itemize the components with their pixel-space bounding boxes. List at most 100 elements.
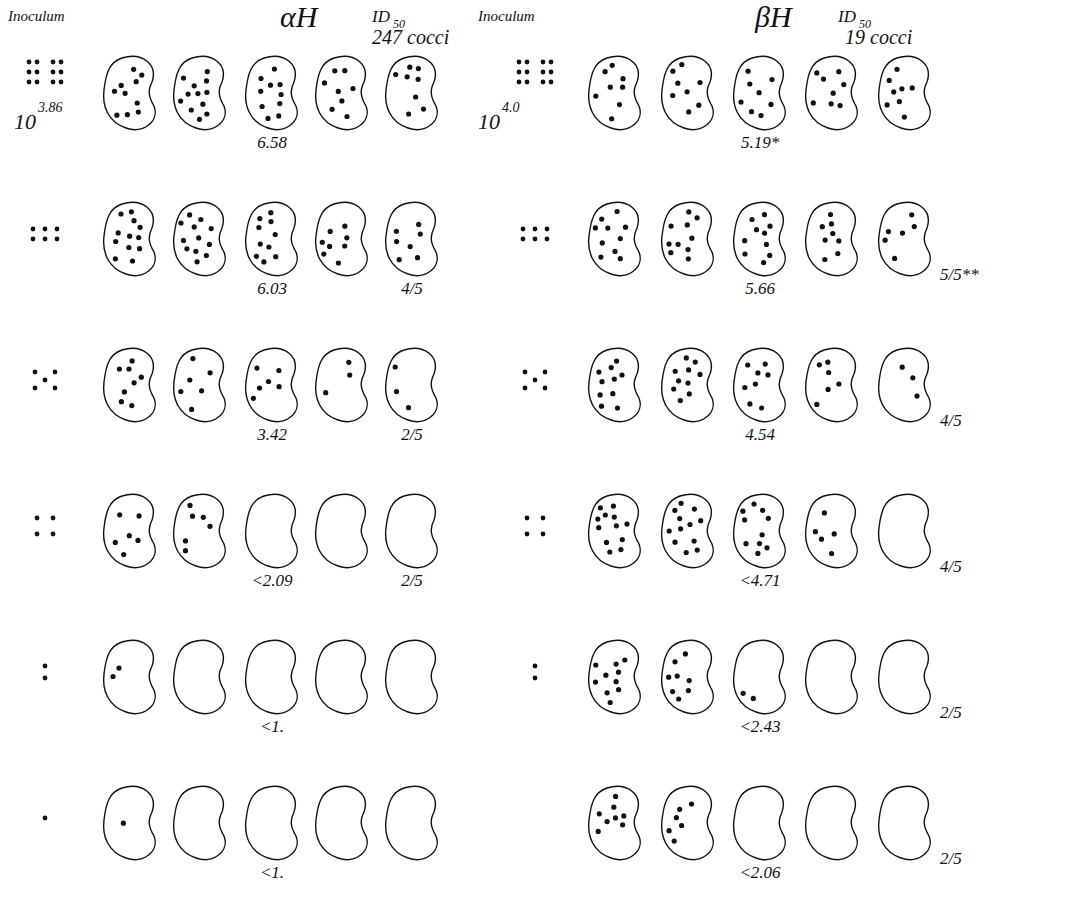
infection-dot bbox=[910, 85, 915, 90]
infection-dot bbox=[251, 396, 256, 401]
infection-dot bbox=[135, 100, 140, 105]
infection-dot bbox=[195, 259, 200, 264]
infection-dot bbox=[196, 235, 201, 240]
infection-dot bbox=[667, 528, 672, 533]
kidney-outline bbox=[806, 202, 858, 275]
kidney-outline bbox=[386, 494, 438, 567]
kidney-outline bbox=[246, 56, 298, 129]
infection-dot bbox=[132, 380, 137, 385]
kidney-outline bbox=[879, 786, 931, 859]
kidney-outline bbox=[662, 640, 714, 713]
infection-dot bbox=[328, 229, 333, 234]
infection-dot bbox=[759, 405, 764, 410]
kidney-outline bbox=[589, 202, 641, 275]
kidney-outline bbox=[589, 348, 641, 421]
infection-dot bbox=[129, 403, 134, 408]
infection-dot bbox=[761, 260, 766, 265]
infection-dot bbox=[599, 379, 604, 384]
infection-dot bbox=[613, 815, 618, 820]
infection-dot bbox=[819, 537, 824, 542]
infection-dot bbox=[821, 77, 826, 82]
kidney-outline bbox=[246, 786, 298, 859]
inoculum-dot bbox=[43, 378, 48, 383]
infection-dot bbox=[609, 116, 614, 121]
inoculum-dot bbox=[533, 378, 538, 383]
figure-label: <2.09 bbox=[251, 572, 292, 591]
inoculum-dot bbox=[33, 370, 38, 375]
kidney-outline bbox=[246, 348, 298, 421]
infection-dot bbox=[835, 251, 840, 256]
infection-dot bbox=[608, 700, 613, 705]
inoculum-dot bbox=[517, 70, 522, 75]
inoculum-dot bbox=[523, 370, 528, 375]
infection-dot bbox=[204, 111, 209, 116]
infection-dot bbox=[749, 217, 754, 222]
infection-dot bbox=[765, 372, 770, 377]
infection-dot bbox=[127, 533, 132, 538]
infection-dot bbox=[909, 212, 914, 217]
infection-dot bbox=[346, 360, 351, 365]
infection-dot bbox=[767, 253, 772, 258]
inoculum-dot bbox=[27, 80, 32, 85]
kidney-outline bbox=[662, 786, 714, 859]
inoculum-dot bbox=[525, 516, 530, 521]
kidney-outline bbox=[879, 56, 931, 129]
figure-label: <4.71 bbox=[739, 572, 780, 591]
inoculum-dot bbox=[549, 60, 554, 65]
infection-dot bbox=[208, 370, 213, 375]
kidney-outline bbox=[316, 348, 368, 421]
infection-dot bbox=[751, 501, 756, 506]
infection-dot bbox=[894, 67, 899, 72]
infection-dot bbox=[135, 538, 140, 543]
infection-dot bbox=[826, 387, 831, 392]
inoculum-dot bbox=[533, 676, 538, 681]
infection-dot bbox=[684, 355, 689, 360]
kidney-outline bbox=[589, 494, 641, 567]
infection-dot bbox=[887, 78, 892, 83]
figure-label: ID bbox=[372, 8, 390, 27]
infection-dot bbox=[139, 375, 144, 380]
kidney-outline bbox=[662, 640, 714, 713]
infection-dot bbox=[134, 79, 139, 84]
infection-dot bbox=[692, 538, 697, 543]
infection-dot bbox=[762, 231, 767, 236]
infection-dot bbox=[676, 242, 681, 247]
infection-dot bbox=[676, 378, 681, 383]
kidney-outline bbox=[806, 56, 858, 129]
infection-dot bbox=[902, 115, 907, 120]
kidney-outline bbox=[589, 56, 641, 129]
figure-label: <2.06 bbox=[739, 864, 780, 883]
kidney-outline bbox=[734, 640, 786, 713]
infection-dot bbox=[596, 370, 601, 375]
inoculum-dot bbox=[517, 60, 522, 65]
infection-dot bbox=[407, 65, 412, 70]
infection-dot bbox=[836, 381, 841, 386]
infection-dot bbox=[685, 89, 690, 94]
infection-dot bbox=[330, 107, 335, 112]
infection-dot bbox=[616, 670, 621, 675]
inoculum-dot bbox=[525, 532, 530, 537]
kidney-outline bbox=[662, 494, 714, 567]
infection-dot bbox=[130, 258, 135, 263]
figure-label: 4/5 bbox=[401, 280, 423, 299]
infection-dot bbox=[764, 242, 769, 247]
infection-dot bbox=[693, 360, 698, 365]
infection-dot bbox=[768, 102, 773, 107]
infection-dot bbox=[666, 242, 671, 247]
kidney-outline bbox=[734, 494, 786, 567]
kidney-outline bbox=[589, 640, 641, 713]
infection-dot bbox=[695, 215, 700, 220]
infection-dot bbox=[668, 250, 673, 255]
infection-dot bbox=[595, 517, 600, 522]
infection-dot bbox=[686, 688, 691, 693]
kidney-outline bbox=[806, 640, 858, 713]
infection-dot bbox=[406, 405, 411, 410]
infection-dot bbox=[193, 249, 198, 254]
infection-dot bbox=[254, 366, 259, 371]
inoculum-dot bbox=[517, 80, 522, 85]
infection-dot bbox=[192, 224, 197, 229]
infection-dot bbox=[684, 550, 689, 555]
infection-dot bbox=[751, 696, 756, 701]
figure-label: 4.54 bbox=[745, 426, 775, 445]
kidney-outline bbox=[316, 786, 368, 859]
